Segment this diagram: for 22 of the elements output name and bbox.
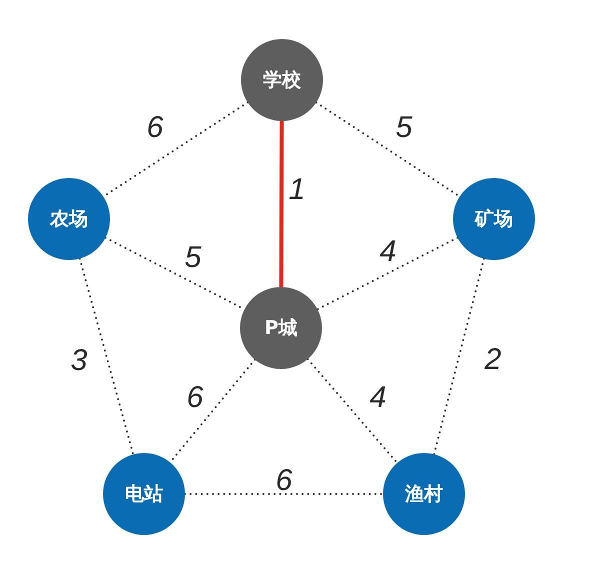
connector-line (433, 258, 485, 456)
connector-line (306, 358, 398, 464)
place-name: 矿场 (475, 210, 513, 228)
edge-label: 5 (396, 113, 412, 143)
edge-label: 6 (186, 383, 204, 413)
edge-label: 3 (70, 346, 88, 376)
place-name: 渔村 (405, 484, 443, 504)
edge-label: 1 (288, 175, 306, 205)
place-name: 电站 (125, 484, 163, 504)
edge-label: 6 (276, 466, 292, 496)
place-name: P城 (264, 318, 298, 338)
connector-line (184, 493, 384, 495)
edge-label: 4 (370, 383, 386, 413)
edge-label: 4 (380, 237, 396, 267)
place-name: 农场 (50, 210, 88, 228)
connector-line (316, 236, 458, 310)
place-name: 学校 (263, 70, 301, 90)
edge-label: 5 (184, 243, 202, 273)
connector-line (78, 258, 134, 456)
edge-label: 2 (484, 345, 502, 375)
connector-line (279, 121, 284, 287)
edge-label: 6 (146, 113, 164, 143)
